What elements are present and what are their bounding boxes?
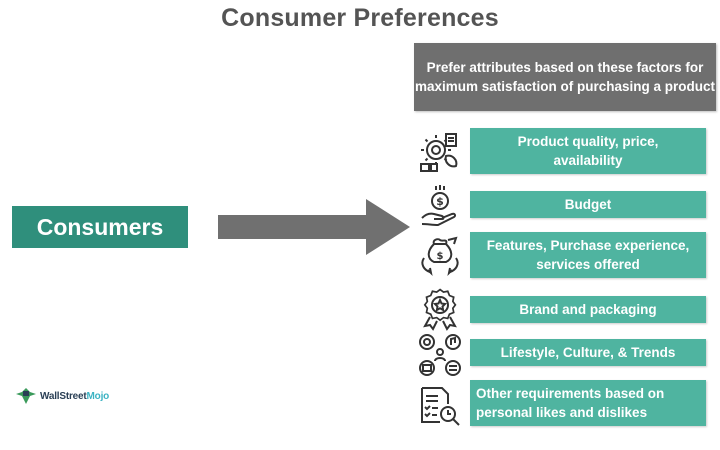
quality-gear-icon	[420, 133, 458, 172]
consumers-box: Consumers	[12, 206, 188, 248]
logo-text: WallStreetMojo	[40, 390, 110, 402]
award-badge-icon	[423, 288, 457, 331]
consumers-label: Consumers	[36, 213, 164, 240]
factor-label: Brand and packaging	[519, 302, 657, 317]
svg-text:$: $	[436, 195, 444, 208]
factor-label: Other requirements based on personal lik…	[476, 386, 665, 420]
wallstreetmojo-logo: WallStreetMojo	[16, 388, 109, 404]
svg-text:$: $	[437, 251, 444, 262]
header-box: Prefer attributes based on these factors…	[414, 43, 716, 111]
factor-label: Features, Purchase experience, services …	[486, 238, 690, 272]
factor-label: Lifestyle, Culture, & Trends	[500, 345, 676, 360]
money-hand-icon: $	[421, 185, 457, 227]
checklist-magnifier-icon	[421, 387, 460, 426]
factor-other-requirements: Other requirements based on personal lik…	[470, 380, 706, 426]
header-box-text: Prefer attributes based on these factors…	[414, 60, 716, 94]
factor-product-quality: Product quality, price, availability	[470, 128, 706, 174]
right-arrow-icon	[218, 199, 410, 255]
factor-label: Budget	[564, 197, 612, 212]
logo-icon	[16, 388, 36, 404]
page-title: Consumer Preferences	[221, 4, 499, 32]
factor-brand: Brand and packaging	[470, 296, 706, 323]
factor-lifestyle: Lifestyle, Culture, & Trends	[470, 339, 706, 366]
factor-features: Features, Purchase experience, services …	[470, 232, 706, 278]
factor-label: Product quality, price, availability	[517, 134, 659, 168]
factor-budget: Budget	[470, 191, 706, 218]
money-bag-arrows-icon: $	[421, 236, 459, 277]
lifestyle-network-icon	[419, 334, 461, 376]
